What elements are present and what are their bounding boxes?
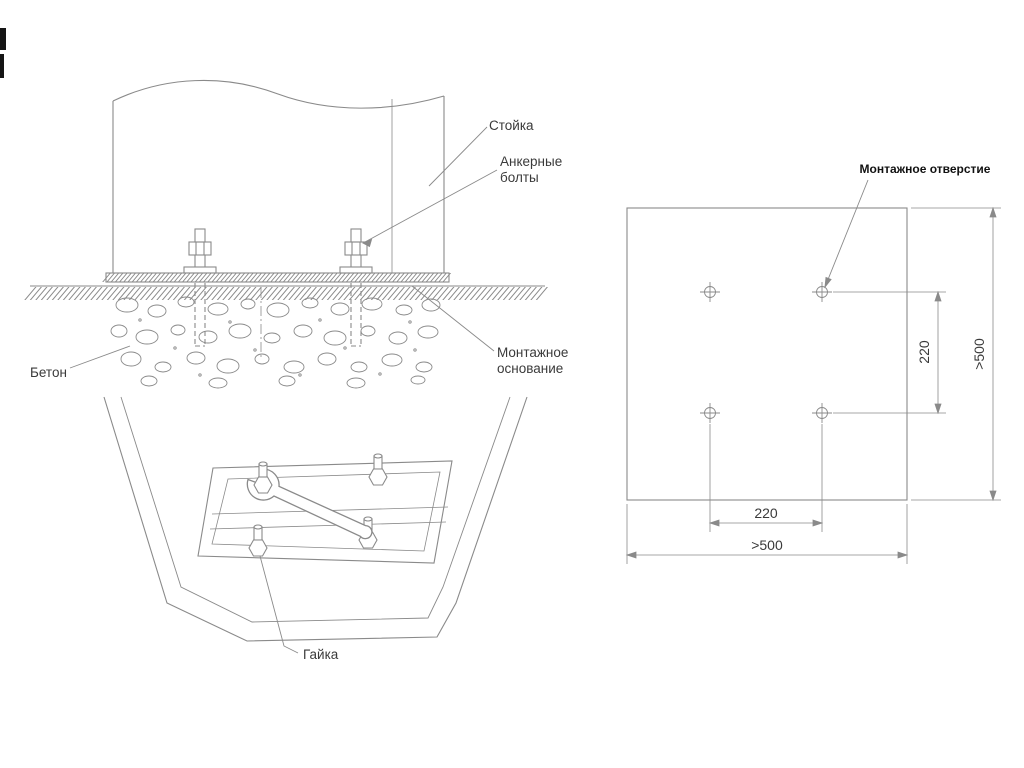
ground-hatch bbox=[24, 285, 551, 300]
leader-post bbox=[428, 126, 488, 187]
mounting-holes bbox=[700, 282, 832, 423]
dim-text-500-horizontal: >500 bbox=[751, 537, 783, 553]
break-wave bbox=[112, 79, 445, 109]
plan-view: 220 >500 220 >500 bbox=[625, 162, 1001, 564]
nut-bottom-left bbox=[248, 524, 268, 557]
dim-plate-width: >500 bbox=[625, 504, 909, 564]
nut-in-wrench bbox=[253, 461, 273, 494]
label-mounting-base-2: основание bbox=[497, 361, 563, 376]
anchor-bolt-left bbox=[183, 228, 217, 347]
nut-top-right bbox=[368, 453, 388, 486]
leader-concrete bbox=[69, 345, 131, 369]
post-outline bbox=[112, 79, 445, 273]
base-plate bbox=[102, 272, 453, 283]
concrete-stones bbox=[110, 296, 441, 389]
base-view: Гайка bbox=[103, 396, 528, 662]
leader-nut bbox=[259, 555, 299, 654]
section-view: Стойка Анкерные болты Монтажное основани… bbox=[24, 79, 568, 389]
dim-plate-height: >500 bbox=[911, 206, 1001, 502]
anchor-bolt-right bbox=[339, 228, 373, 347]
label-nut: Гайка bbox=[303, 647, 339, 662]
dim-text-220-vertical: 220 bbox=[916, 340, 932, 364]
label-post: Стойка bbox=[489, 118, 534, 133]
label-anchor-bolts-2: болты bbox=[500, 170, 539, 185]
leader-anchor-arrow bbox=[361, 238, 373, 248]
label-concrete: Бетон bbox=[30, 365, 67, 380]
label-anchor-bolts-1: Анкерные bbox=[500, 154, 562, 169]
label-mounting-base-1: Монтажное bbox=[497, 345, 568, 360]
leader-anchor-bolts bbox=[364, 169, 498, 243]
dim-hole-spacing-vertical: 220 bbox=[833, 290, 946, 415]
dim-text-220-horizontal: 220 bbox=[754, 505, 778, 521]
scan-artifact bbox=[0, 28, 6, 78]
leader-lines bbox=[69, 126, 498, 369]
mounting-hole-callout: Монтажное отверстие bbox=[824, 162, 991, 289]
post-inner-walls bbox=[120, 396, 511, 623]
plate-outline bbox=[626, 207, 908, 501]
dim-hole-spacing-horizontal: 220 bbox=[708, 424, 824, 532]
post-outer-walls bbox=[103, 396, 528, 642]
label-mounting-hole: Монтажное отверстие bbox=[860, 162, 991, 176]
dim-text-500-vertical: >500 bbox=[971, 338, 987, 370]
leader-mounting-base bbox=[411, 285, 495, 352]
